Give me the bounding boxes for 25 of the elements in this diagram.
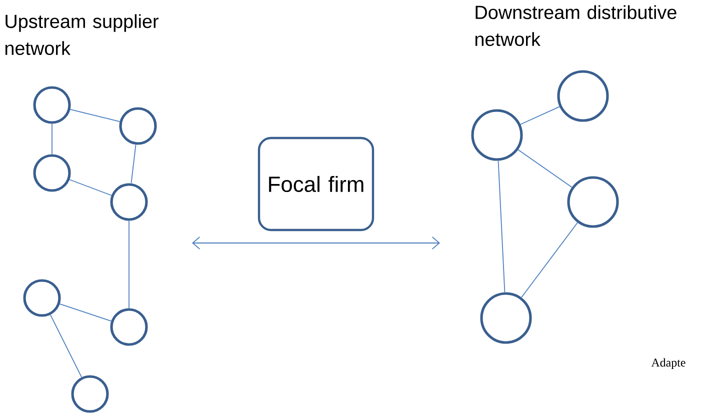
link-line: [59, 304, 112, 322]
circle: [110, 308, 148, 346]
circle: [33, 154, 71, 192]
link-line: [70, 109, 120, 122]
network-title: Downstream distributive network: [475, 5, 676, 46]
link-line: [498, 160, 506, 293]
circle: [471, 109, 523, 161]
network-title: Upstream supplier network: [5, 14, 158, 55]
circle: [23, 279, 61, 317]
link-line: [130, 144, 136, 184]
circle: [119, 107, 157, 145]
link-line: [128, 220, 130, 309]
note-text: Adapte: [651, 358, 686, 370]
link-line: [50, 314, 82, 378]
circle: [110, 183, 148, 221]
process-box: Focal firm: [258, 136, 374, 232]
circle: [480, 292, 532, 344]
link-line: [518, 149, 572, 188]
link-line: [69, 179, 112, 196]
circle: [557, 70, 609, 122]
circle: [33, 86, 71, 124]
link-line: [520, 106, 560, 125]
circle: [567, 176, 619, 228]
circle: [71, 375, 109, 413]
link-line: [521, 222, 578, 298]
